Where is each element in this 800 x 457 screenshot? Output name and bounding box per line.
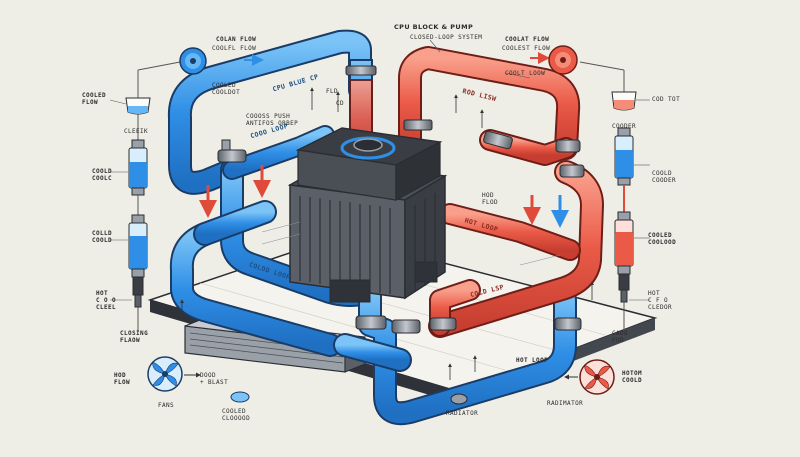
coolant-reservoir-icon (230, 391, 468, 405)
right-vial-column (579, 61, 637, 330)
label-doob-blast: DOOD + BLAST (200, 372, 229, 386)
label-cooled-red: COOLED COOLOOD (648, 232, 677, 246)
label-cooled-right: COOLD COODER (652, 170, 677, 184)
label-colld: COLLD COOLD (92, 230, 113, 244)
red-fan-icon (564, 359, 615, 395)
pipe-couplers (217, 119, 585, 334)
diagram-subtitle: CLOSED-LOOP SYSTEM (410, 34, 483, 41)
left-vial-column (125, 61, 181, 332)
label-colan-sub: COOLFL FLOW (212, 45, 257, 52)
label-hot-right: HOT C F O CLEDOR (648, 290, 673, 311)
label-fld: FLD (326, 88, 339, 95)
label-hod-flow: HOD FLOW (114, 372, 131, 386)
label-cooder: COODER (612, 123, 637, 130)
label-coolat-sub: COOLEST FLOW (502, 45, 551, 52)
label-closing-flow: CLOSING FLAOW (120, 330, 149, 344)
label-radimator: RADIMATOR (547, 400, 584, 407)
leader-lines (109, 39, 650, 301)
label-cod-tot: COD TOT (652, 96, 681, 103)
label-fans: FANS (158, 402, 175, 409)
label-cool-left: COOLD COOLC (92, 168, 113, 182)
diagram-title: CPU BLOCK & PUMP (394, 23, 474, 31)
label-cado: CADO FUD (612, 330, 629, 344)
label-cooled-bottom: COOLED CLOOOOD (222, 408, 251, 422)
label-cooled-flowt: COOLED COOLDOT (212, 82, 241, 96)
label-cleeik: CLEEIK (124, 128, 149, 135)
label-hot-loop: HOT LOOP (516, 357, 549, 364)
cpu-block-icon (287, 127, 448, 303)
label-cooled-flow-left: COOLED FLOW (82, 92, 107, 106)
label-cd: CD (336, 100, 345, 107)
label-radiator: RADIATOR (446, 410, 479, 417)
blue-fan-icon (147, 356, 201, 392)
label-hot-left: HOT C O O CLEEL (96, 290, 117, 311)
label-hotom: HOTOM COOLD (622, 370, 643, 384)
label-coolat-flow: COOLAT FLOW (505, 36, 550, 43)
label-pump-note: COOOSS PUSH ANTIFOS ORBEP (246, 113, 299, 127)
flow-arrows (180, 52, 594, 380)
red-pump-icon (548, 45, 578, 75)
label-coolt-loow: COOLT LOOW (505, 70, 546, 77)
label-colan-flow: COLAN FLOW (216, 36, 257, 43)
cold-loop-pipes (167, 29, 577, 426)
blue-pump-icon (179, 47, 207, 75)
label-hot-mid: HOD FLOD (482, 192, 499, 206)
